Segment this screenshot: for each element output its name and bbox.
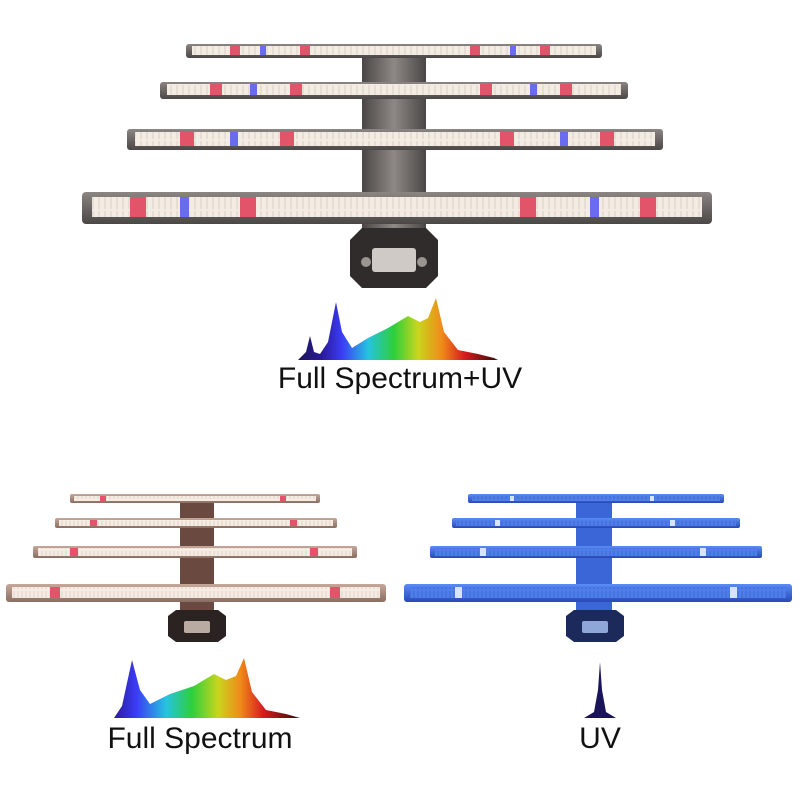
spectrum-graph-uv bbox=[584, 662, 616, 718]
light-bar bbox=[70, 494, 320, 503]
light-bar bbox=[33, 546, 357, 558]
grow-light-fixture-full-spectrum bbox=[6, 494, 386, 642]
light-bar bbox=[186, 44, 602, 58]
uv-led-accents bbox=[455, 496, 737, 598]
light-bar bbox=[430, 546, 762, 558]
light-bar bbox=[452, 518, 740, 528]
fixture-spine bbox=[180, 496, 214, 624]
light-bar bbox=[127, 129, 663, 150]
driver-box bbox=[168, 610, 226, 642]
driver-box bbox=[350, 228, 438, 288]
spectrum-graph-full-uv bbox=[298, 298, 498, 360]
blue-led-accents bbox=[180, 46, 599, 217]
caption-full-spectrum-uv: Full Spectrum+UV bbox=[277, 362, 523, 395]
caption-full-spectrum: Full Spectrum bbox=[107, 722, 293, 755]
light-bar bbox=[468, 494, 724, 503]
caption-uv: UV bbox=[579, 722, 621, 755]
light-bar bbox=[6, 584, 386, 602]
grow-light-fixture-full-spectrum-uv bbox=[82, 44, 712, 288]
red-led-accents bbox=[50, 496, 340, 598]
panel-full-spectrum-uv: Full Spectrum+UV bbox=[82, 44, 712, 395]
light-bar bbox=[55, 518, 337, 528]
driver-box bbox=[566, 610, 624, 642]
grow-light-fixture-uv bbox=[404, 494, 792, 642]
light-bar bbox=[160, 82, 628, 99]
light-bar bbox=[82, 192, 712, 224]
light-bar bbox=[404, 584, 792, 602]
red-led-accents bbox=[130, 46, 656, 217]
spectrum-graph-full bbox=[114, 658, 300, 718]
panel-uv: UV bbox=[400, 480, 800, 800]
fixture-spine bbox=[576, 496, 612, 624]
panel-full-spectrum: Full Spectrum bbox=[0, 480, 400, 800]
